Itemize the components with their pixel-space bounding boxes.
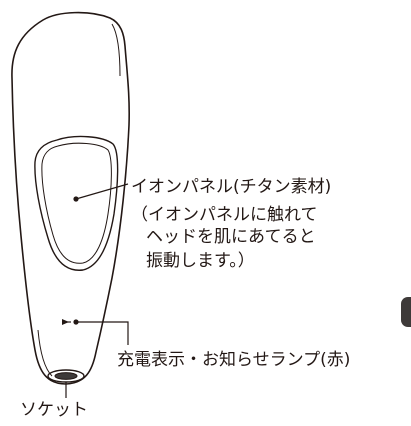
socket-label: ソケット	[20, 400, 88, 420]
socket-inner	[54, 372, 78, 380]
charge-indicator-leader-line	[76, 321, 129, 345]
device-body-inner-edge	[111, 23, 121, 77]
charge-indicator-lamp	[62, 319, 69, 325]
ion-panel-note-line-2: ヘッドを肌にあてると	[146, 227, 316, 247]
ion-panel-inner-outline	[41, 142, 112, 264]
ion-panel-outline	[34, 135, 119, 271]
ion-panel-label: イオンパネル(チタン素材)	[131, 177, 332, 197]
ion-panel-note-line-1: （イオンパネルに触れて	[131, 205, 318, 225]
ion-panel-note-line-3: 振動します。）	[146, 251, 255, 271]
ion-panel-leader-line	[75, 183, 129, 200]
charge-indicator-label: 充電表示・お知らせランプ(赤)	[117, 350, 351, 370]
device-body-outline	[11, 11, 130, 385]
page-edge-tab	[401, 297, 411, 327]
